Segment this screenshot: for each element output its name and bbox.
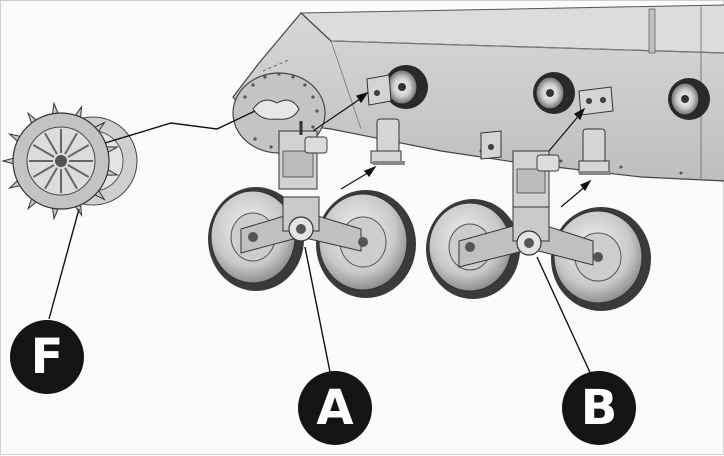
sprocket-spoke xyxy=(32,164,55,178)
callout-b-label: B xyxy=(581,380,618,436)
leader-lines xyxy=(48,110,594,380)
sprocket-spoke xyxy=(67,144,90,158)
sprocket-spoke xyxy=(64,132,78,155)
sprocket-spoke xyxy=(44,132,58,155)
hull-bracket-1 xyxy=(366,74,392,106)
callout-f: F xyxy=(10,320,84,394)
leader-line-f xyxy=(48,208,80,320)
assembly-arrows xyxy=(312,91,592,208)
sprocket-spoke xyxy=(64,167,78,190)
drive-sprocket xyxy=(1,101,138,221)
return-roller-2 xyxy=(533,72,575,114)
return-roller-1 xyxy=(384,65,428,109)
leader-line-a xyxy=(304,246,332,378)
bogie-assembly-b xyxy=(426,150,651,311)
sprocket-spoke xyxy=(44,167,58,190)
callout-f-label: F xyxy=(31,329,64,385)
sprocket-spoke xyxy=(32,144,55,158)
hull-bracket-2 xyxy=(578,86,614,116)
bogie-assembly-a xyxy=(208,121,416,298)
hull-bracket-3 xyxy=(480,130,502,160)
sprocket-spoke xyxy=(67,164,90,178)
callout-a: A xyxy=(298,371,372,445)
suspension-arm-b xyxy=(578,128,611,175)
callout-b: B xyxy=(562,371,636,445)
suspension-arm-a xyxy=(370,118,405,165)
leader-line-sprocket xyxy=(104,110,256,144)
return-roller-3 xyxy=(668,78,710,120)
leader-line-b xyxy=(536,256,594,380)
callout-a-label: A xyxy=(316,380,353,436)
